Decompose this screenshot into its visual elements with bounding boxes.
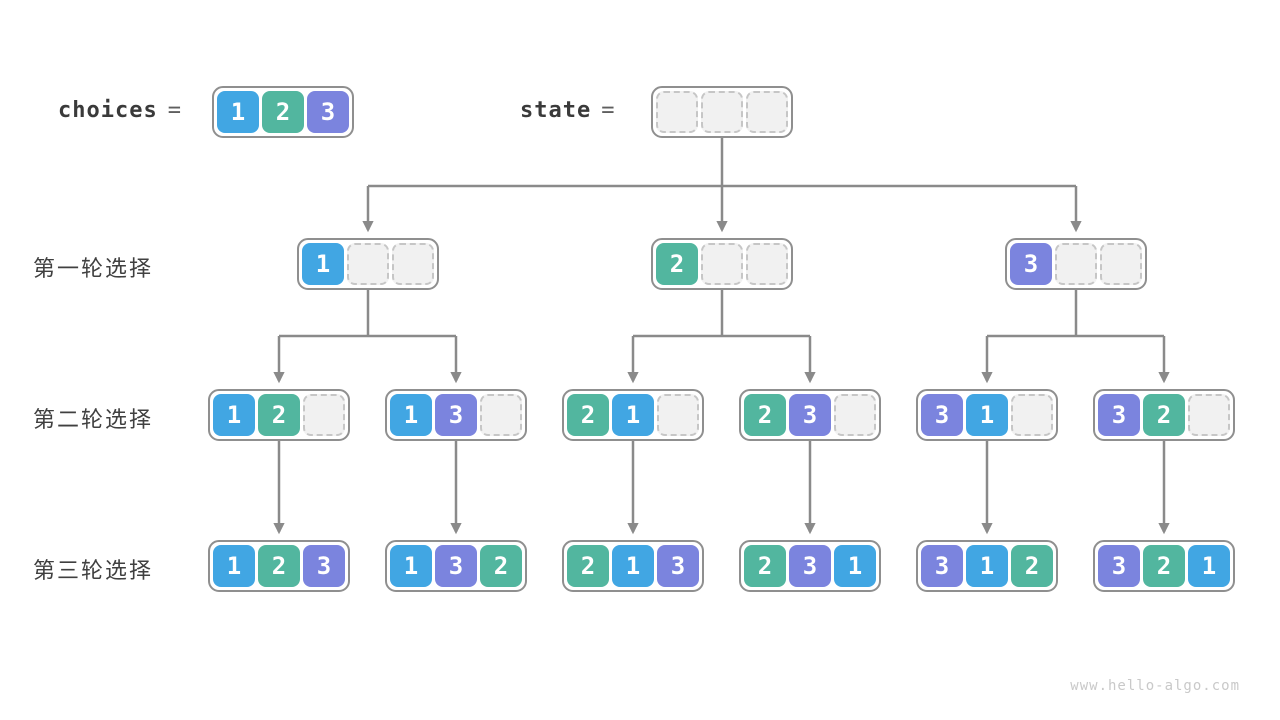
array-cell: 3 (657, 545, 699, 587)
empty-cell (1055, 243, 1097, 285)
state-node: 1 (297, 238, 439, 290)
choices-label-group: choices = (58, 98, 181, 123)
equals-sign: = (601, 98, 615, 123)
empty-cell (1011, 394, 1053, 436)
array-cell: 2 (1143, 394, 1185, 436)
array-cell: 2 (744, 394, 786, 436)
empty-cell (392, 243, 434, 285)
array-cell: 3 (435, 394, 477, 436)
array-cell: 3 (789, 545, 831, 587)
empty-cell (303, 394, 345, 436)
array-cell: 1 (213, 394, 255, 436)
array-cell: 1 (302, 243, 344, 285)
array-cell: 1 (966, 394, 1008, 436)
state-label-group: state = (520, 98, 614, 123)
round-label: 第一轮选择 (33, 256, 154, 281)
empty-cell (480, 394, 522, 436)
equals-sign: = (167, 98, 181, 123)
choices-label: choices (58, 98, 158, 123)
array-cell: 3 (1098, 545, 1140, 587)
array-cell: 3 (303, 545, 345, 587)
empty-cell (746, 243, 788, 285)
empty-cell (1100, 243, 1142, 285)
empty-cell (746, 91, 788, 133)
array-cell: 1 (217, 91, 259, 133)
state-array-root (651, 86, 793, 138)
array-cell: 3 (921, 394, 963, 436)
array-cell: 1 (966, 545, 1008, 587)
array-cell: 1 (612, 545, 654, 587)
array-cell: 3 (435, 545, 477, 587)
watermark: www.hello-algo.com (1070, 678, 1240, 694)
empty-cell (656, 91, 698, 133)
array-cell: 1 (213, 545, 255, 587)
array-cell: 1 (390, 394, 432, 436)
array-cell: 2 (567, 394, 609, 436)
array-cell: 3 (789, 394, 831, 436)
array-cell: 2 (262, 91, 304, 133)
array-cell: 1 (834, 545, 876, 587)
state-node: 3 (1005, 238, 1147, 290)
array-cell: 2 (656, 243, 698, 285)
round-label: 第二轮选择 (33, 407, 154, 432)
empty-cell (347, 243, 389, 285)
array-cell: 3 (1098, 394, 1140, 436)
state-label: state (520, 98, 592, 123)
array-cell: 2 (1011, 545, 1053, 587)
empty-cell (657, 394, 699, 436)
array-cell: 3 (307, 91, 349, 133)
empty-cell (701, 91, 743, 133)
array-cell: 2 (258, 545, 300, 587)
array-cell: 2 (744, 545, 786, 587)
array-cell: 2 (480, 545, 522, 587)
empty-cell (1188, 394, 1230, 436)
array-cell: 2 (258, 394, 300, 436)
array-cell: 1 (612, 394, 654, 436)
array-cell: 3 (921, 545, 963, 587)
array-cell: 2 (1143, 545, 1185, 587)
array-cell: 3 (1010, 243, 1052, 285)
empty-cell (834, 394, 876, 436)
array-cell: 1 (1188, 545, 1230, 587)
array-cell: 2 (567, 545, 609, 587)
round-label: 第三轮选择 (33, 558, 154, 583)
empty-cell (701, 243, 743, 285)
array-cell: 1 (390, 545, 432, 587)
state-node: 2 (651, 238, 793, 290)
